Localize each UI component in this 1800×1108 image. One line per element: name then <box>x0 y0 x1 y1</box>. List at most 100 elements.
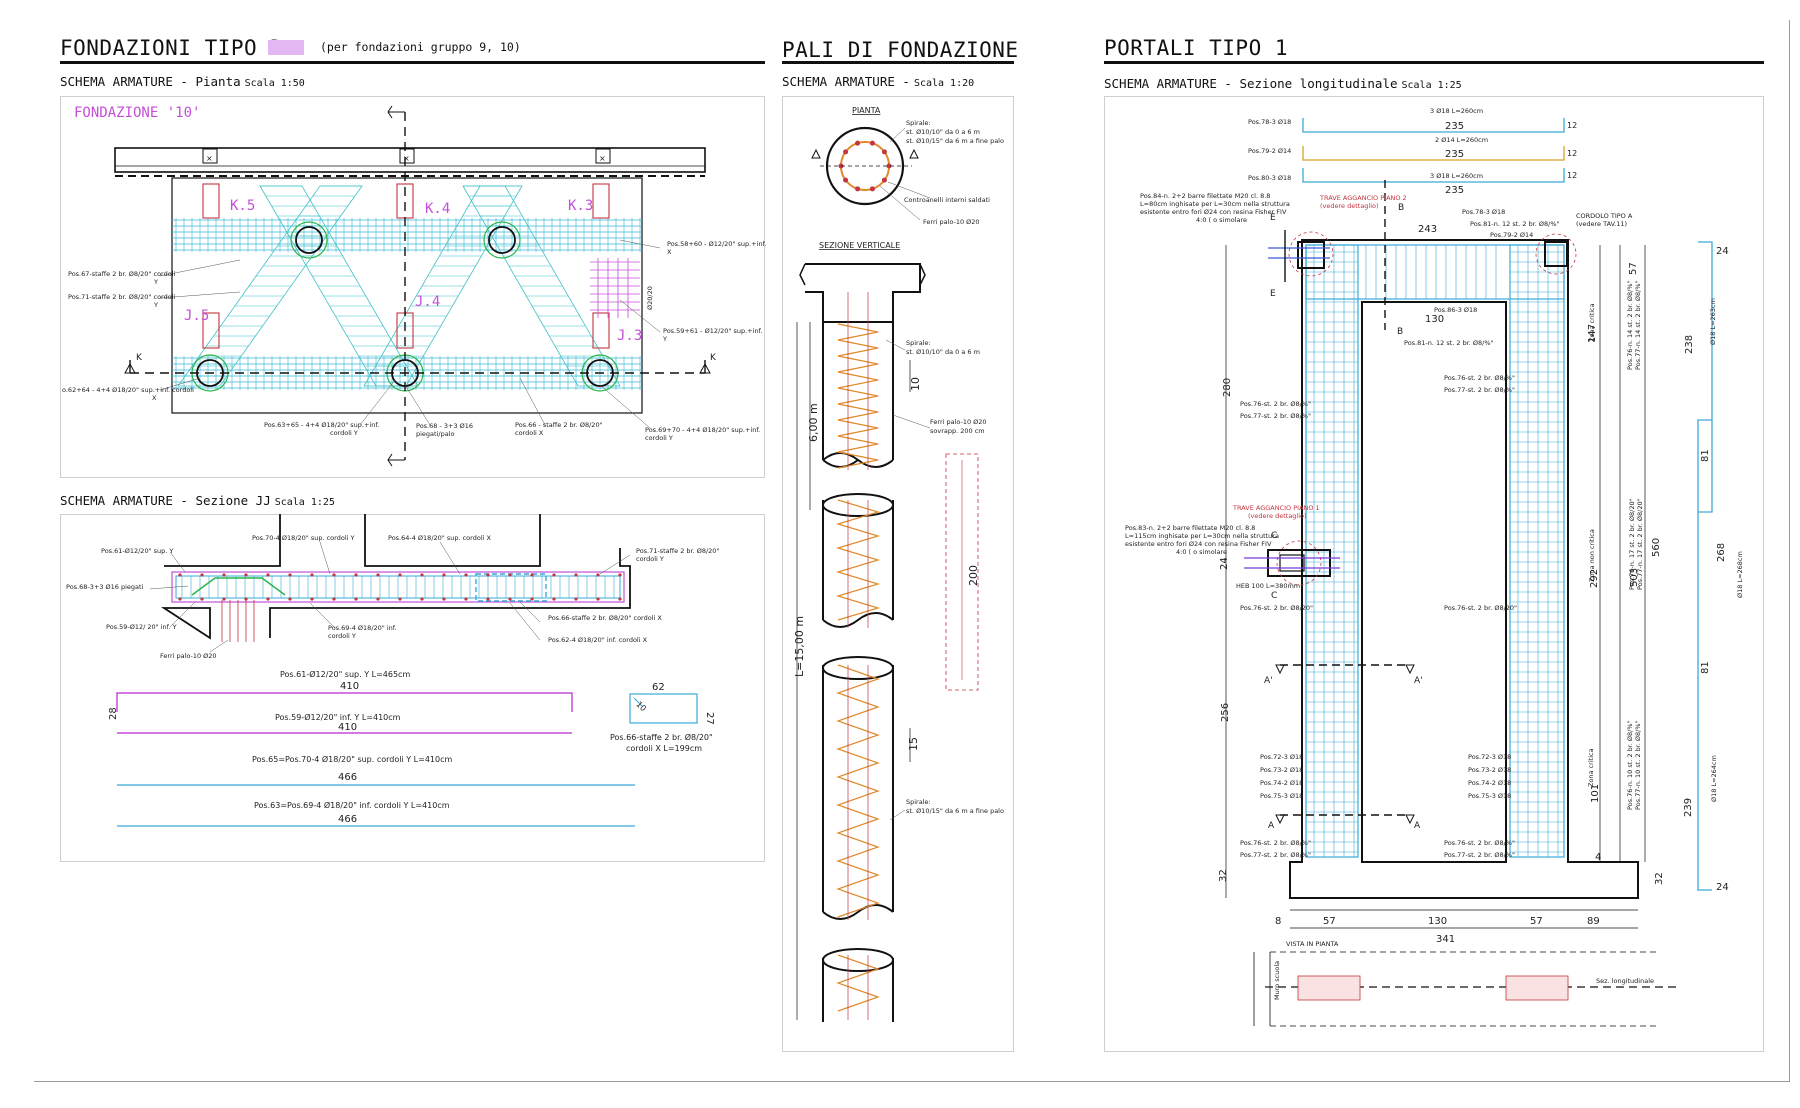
svg-text:Pos.73-2 Ø18: Pos.73-2 Ø18 <box>1260 766 1303 774</box>
svg-text:Muro scuola: Muro scuola <box>1273 961 1281 1000</box>
svg-text:Y: Y <box>153 278 158 286</box>
svg-text:81: 81 <box>1700 661 1711 674</box>
pianta-label: PIANTA <box>852 106 881 115</box>
svg-text:410: 410 <box>340 681 359 692</box>
note-pos68: Pos.68 - 3+3 Ø16 <box>416 422 473 430</box>
svg-text:239: 239 <box>1683 798 1694 817</box>
svg-text:Pos.81-n. 12 st. 2 br. Ø8/%": Pos.81-n. 12 st. 2 br. Ø8/%" <box>1404 339 1494 347</box>
svg-text:Pos.76-st. 2 br. Ø8/%": Pos.76-st. 2 br. Ø8/%" <box>1444 374 1515 382</box>
dim-15m: L=15,00 m <box>793 616 806 677</box>
svg-text:Pos.81-n. 12 st. 2 br. Ø8/%": Pos.81-n. 12 st. 2 br. Ø8/%" <box>1470 220 1560 228</box>
note-s70: Pos.70-4 Ø18/20" sup. cordoli Y <box>252 534 354 542</box>
svg-text:Pos.72-3 Ø18: Pos.72-3 Ø18 <box>1468 753 1511 761</box>
svg-text:Ø18 L=268cm: Ø18 L=268cm <box>1736 551 1744 598</box>
svg-text:cordoli Y: cordoli Y <box>330 429 358 437</box>
section-k-left: K <box>136 353 143 363</box>
pali-rule <box>782 61 1014 64</box>
svg-text:4:0 ( o simolare: 4:0 ( o simolare <box>1196 216 1247 224</box>
svg-text:A: A <box>1414 821 1421 831</box>
svg-text:4: 4 <box>1595 852 1601 863</box>
svg-text:466: 466 <box>338 772 357 783</box>
note-pos71: Pos.71-staffe 2 br. Ø8/20" cordoli <box>68 293 176 301</box>
svg-text:sovrapp. 200 cm: sovrapp. 200 cm <box>930 427 985 435</box>
svg-text:410: 410 <box>338 722 357 733</box>
svg-text:Pos.76-n. 14 st. 2 br. Ø8/%": Pos.76-n. 14 st. 2 br. Ø8/%" <box>1626 280 1634 370</box>
svg-text:L=80cm inghisate per L=30cm ne: L=80cm inghisate per L=30cm nella strutt… <box>1140 200 1290 208</box>
svg-text:28: 28 <box>108 707 119 720</box>
svg-text:cordoli Y: cordoli Y <box>636 555 664 563</box>
svg-text:×: × <box>599 154 606 163</box>
svg-text:Pos.79-2 Ø14: Pos.79-2 Ø14 <box>1248 147 1291 155</box>
svg-text:Spirale:: Spirale: <box>906 798 931 806</box>
svg-text:Ø18 L=264cm: Ø18 L=264cm <box>1710 755 1718 802</box>
svg-text:E: E <box>1270 289 1276 299</box>
svg-text:Controanelli interni saldati: Controanelli interni saldati <box>904 196 990 204</box>
svg-text:Pos.77-n. 10 st. 2 br. Ø8/%": Pos.77-n. 10 st. 2 br. Ø8/%" <box>1634 720 1642 810</box>
svg-text:piegati/palo: piegati/palo <box>416 430 454 438</box>
svg-text:Zona critica: Zona critica <box>1588 303 1596 342</box>
svg-text:Pos.76-st. 2 br. Ø8/20": Pos.76-st. 2 br. Ø8/20" <box>1444 604 1517 612</box>
label-j4: J.4 <box>415 294 440 310</box>
svg-text:Pos.76-n. 17 st. 2 br. Ø8/20": Pos.76-n. 17 st. 2 br. Ø8/20" <box>1628 498 1636 590</box>
svg-text:24: 24 <box>1716 882 1729 893</box>
svg-text:3 Ø18 L=260cm: 3 Ø18 L=260cm <box>1430 172 1483 180</box>
drawing-sheet <box>34 20 1790 1082</box>
svg-text:466: 466 <box>338 814 357 825</box>
note-s62: Pos.62-4 Ø18/20" inf. cordoli X <box>548 636 648 644</box>
note-pos62: o.62+64 - 4+4 Ø18/20" sup.+inf. cordoli <box>62 386 194 394</box>
svg-text:esistente entro fori Ø24 con r: esistente entro fori Ø24 con resina Fish… <box>1140 208 1287 216</box>
svg-text:Pos.76-n. 10 st. 2 br. Ø8/%": Pos.76-n. 10 st. 2 br. Ø8/%" <box>1626 720 1634 810</box>
svg-text:st. Ø10/15" da 6 m a fine palo: st. Ø10/15" da 6 m a fine palo <box>906 807 1004 815</box>
svg-text:Pos.83-n. 2+2 barre filettate: Pos.83-n. 2+2 barre filettate M20 cl. 8.… <box>1125 524 1255 532</box>
svg-text:62: 62 <box>652 682 665 693</box>
note-pos63: Pos.63+65 - 4+4 Ø18/20" sup.+inf. <box>264 421 379 429</box>
svg-text:cordoli Y: cordoli Y <box>328 632 356 640</box>
bar-pos63: Pos.63=Pos.69-4 Ø18/20" inf. cordoli Y L… <box>254 800 450 810</box>
svg-text:89: 89 <box>1587 916 1600 927</box>
svg-text:Pos.76-st. 2 br. Ø8/%": Pos.76-st. 2 br. Ø8/%" <box>1240 400 1311 408</box>
svg-text:Pos.74-2 Ø18: Pos.74-2 Ø18 <box>1260 779 1303 787</box>
foundation-label: FONDAZIONE '10' <box>74 105 200 121</box>
group-note: (per fondazioni gruppo 9, 10) <box>320 40 521 54</box>
svg-text:235: 235 <box>1445 185 1464 196</box>
note-d20: Ø20/20 <box>646 286 654 310</box>
svg-text:(vedere dettaglio): (vedere dettaglio) <box>1248 512 1307 520</box>
svg-text:X: X <box>152 394 157 402</box>
svg-text:10: 10 <box>909 377 922 391</box>
svg-text:C: C <box>1271 591 1277 601</box>
svg-text:12: 12 <box>1567 171 1577 180</box>
svg-text:TRAVE AGGANCIO PIANO 2: TRAVE AGGANCIO PIANO 2 <box>1319 194 1407 202</box>
svg-text:24: 24 <box>1716 246 1729 257</box>
svg-text:Pos.77-st. 2 br. Ø8/%": Pos.77-st. 2 br. Ø8/%" <box>1240 412 1311 420</box>
pali-panel <box>782 96 1014 1052</box>
svg-text:A: A <box>1268 821 1275 831</box>
note-s71: Pos.71-staffe 2 br. Ø8/20" <box>636 547 719 555</box>
svg-text:Pos.84-n. 2+2 barre filettate: Pos.84-n. 2+2 barre filettate M20 cl. 8.… <box>1140 192 1270 200</box>
legend-swatch <box>268 40 304 55</box>
title-rule <box>60 61 765 64</box>
svg-text:Pos.73-2 Ø18: Pos.73-2 Ø18 <box>1468 766 1511 774</box>
label-j3: J.3 <box>617 328 642 344</box>
svg-text:st. Ø10/10" da 0 a 6 m: st. Ø10/10" da 0 a 6 m <box>906 348 980 356</box>
svg-text:32: 32 <box>1218 869 1229 882</box>
svg-text:Pos.76-st. 2 br. Ø8/%": Pos.76-st. 2 br. Ø8/%" <box>1444 839 1515 847</box>
svg-text:Pos.77-n. 17 st. 2 br. Ø8/20": Pos.77-n. 17 st. 2 br. Ø8/20" <box>1636 498 1644 590</box>
sezione-panel <box>60 514 765 862</box>
svg-text:27: 27 <box>704 712 715 725</box>
note-s69: Pos.69-4 Ø18/20" inf. <box>328 624 397 632</box>
svg-text:341: 341 <box>1436 934 1455 945</box>
pali-heading: SCHEMA ARMATURE -Scala 1:20 <box>782 74 975 89</box>
svg-text:268: 268 <box>1716 543 1727 562</box>
svg-text:A': A' <box>1264 676 1273 686</box>
note-s59: Pos.59-Ø12/ 20" inf. Y <box>106 623 177 631</box>
svg-text:235: 235 <box>1445 121 1464 132</box>
svg-text:32: 32 <box>1654 872 1665 885</box>
portali-panel <box>1104 96 1764 1052</box>
svg-text:E: E <box>1270 213 1276 223</box>
pianta-panel <box>60 96 765 478</box>
